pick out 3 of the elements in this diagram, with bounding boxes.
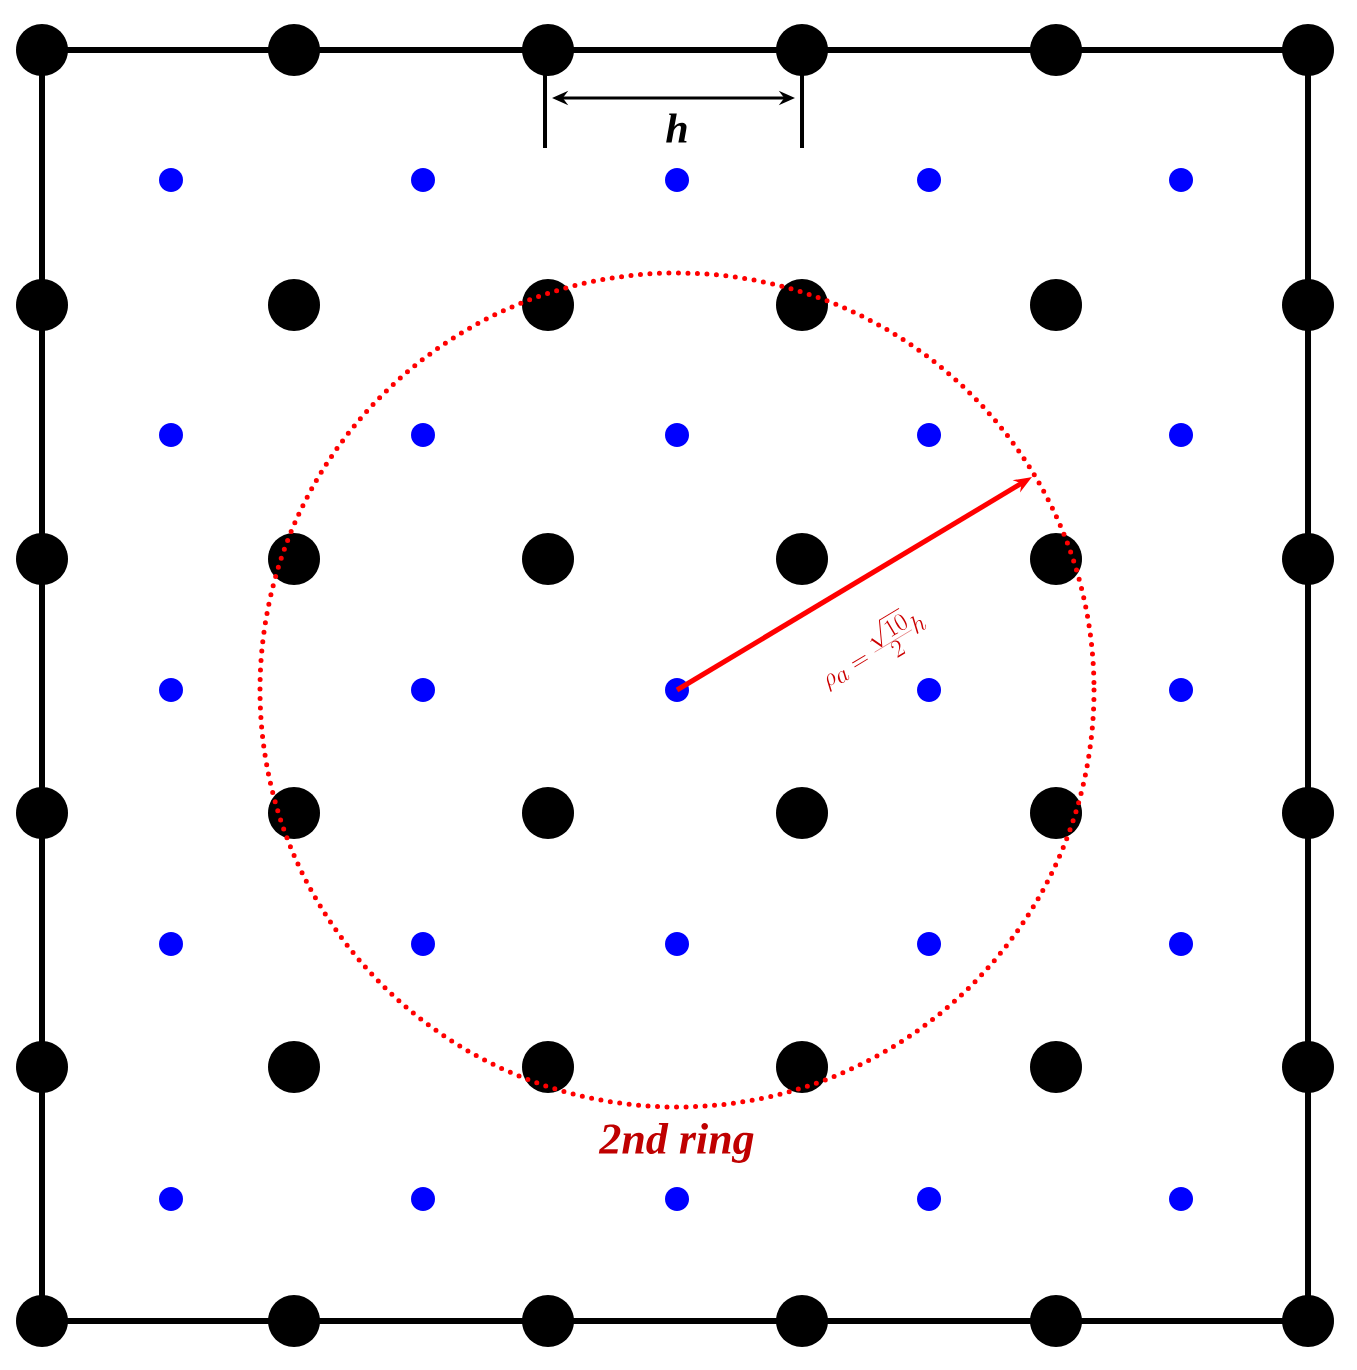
dimension-label: h bbox=[666, 113, 687, 143]
formula-label: $\rho_a = \frac{\sqrt{10}}{2}h$ bbox=[826, 608, 927, 692]
ring-label: 2nd ring bbox=[598, 1123, 754, 1163]
